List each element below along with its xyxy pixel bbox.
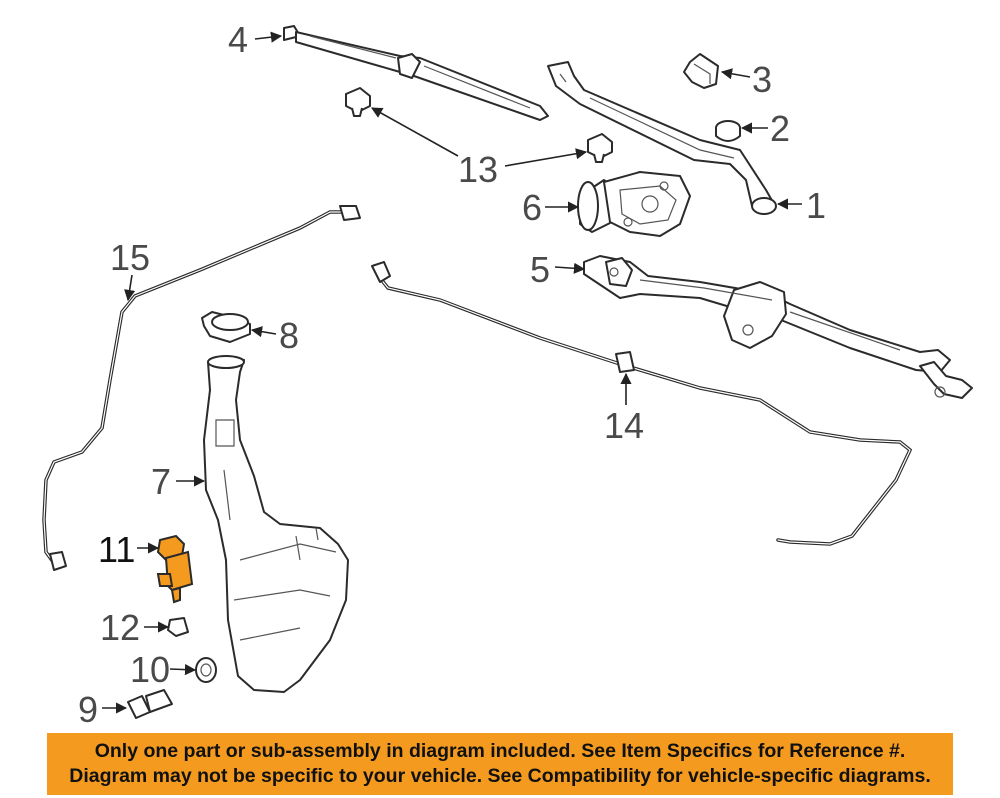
washer-hose-right [371, 261, 913, 546]
wiper-blade [283, 25, 549, 121]
parts-diagram: 4 3 2 1 6 5 13 15 14 8 7 11 12 10 9 [42, 19, 973, 730]
callout-9: 9 [78, 689, 98, 730]
washer-pump [156, 534, 194, 604]
washer-nozzle-right [587, 133, 613, 163]
leader-15 [124, 274, 136, 302]
callout-2: 2 [770, 108, 790, 149]
callout-7: 7 [151, 461, 171, 502]
wiper-motor [577, 171, 691, 237]
leader-4 [254, 31, 283, 43]
disclaimer-banner: Only one part or sub-assembly in diagram… [47, 733, 953, 795]
callout-8: 8 [279, 315, 299, 356]
washer-hose-left [42, 205, 361, 571]
callout-14: 14 [604, 405, 644, 446]
leader-3 [720, 68, 751, 80]
callout-11: 11 [98, 529, 135, 570]
disclaimer-line-1: Only one part or sub-assembly in diagram… [94, 740, 906, 762]
callout-5: 5 [530, 249, 550, 290]
wiper-arm [547, 61, 777, 215]
leader-8 [250, 326, 277, 338]
callout-1: 1 [806, 185, 826, 226]
callout-15: 15 [110, 237, 150, 278]
level-sensor [127, 689, 173, 719]
filler-cap [201, 311, 251, 343]
leader-13b [504, 148, 588, 167]
callout-3: 3 [752, 59, 772, 100]
leader-13a [371, 107, 459, 157]
washer-reservoir [203, 355, 349, 693]
callout-4: 4 [228, 19, 248, 60]
leader-5 [554, 262, 586, 274]
washer-nozzle-left [345, 87, 371, 117]
pump-grommet [167, 617, 189, 637]
callout-6: 6 [522, 187, 542, 228]
sensor-grommet [195, 657, 217, 683]
disclaimer-line-2: Diagram may not be specific to your vehi… [69, 765, 931, 787]
callout-13: 13 [458, 149, 498, 190]
callout-10: 10 [130, 649, 170, 690]
callout-12: 12 [100, 607, 140, 648]
leader-10 [169, 664, 197, 676]
arm-cap [683, 53, 719, 89]
wiper-linkage [583, 255, 973, 399]
nut-cover [715, 120, 741, 142]
